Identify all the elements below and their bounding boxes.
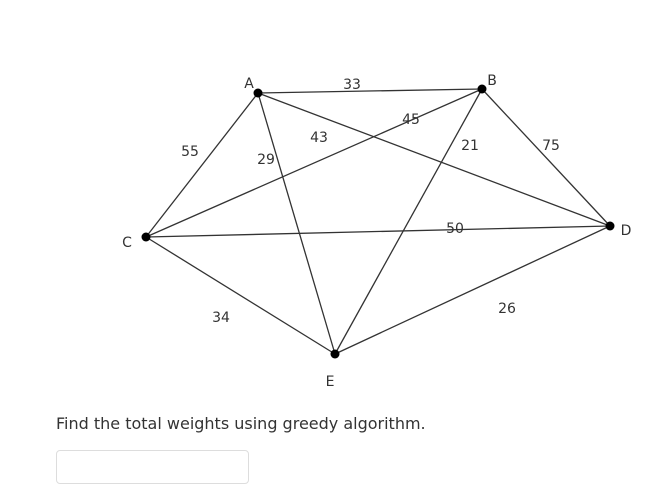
node-c — [141, 232, 151, 242]
edge-a-e — [257, 92, 336, 355]
answer-input[interactable] — [56, 450, 249, 484]
edge-b-d — [481, 88, 611, 227]
node-b — [477, 84, 487, 94]
node-a — [253, 88, 263, 98]
node-e — [330, 349, 340, 359]
edge-weight-b-c: 45 — [402, 112, 420, 128]
nodes-layer — [141, 84, 615, 359]
edge-c-e — [145, 236, 336, 355]
edge-weight-a-d: 43 — [310, 130, 328, 146]
edge-weight-c-e: 34 — [212, 310, 230, 326]
node-label-d: D — [621, 223, 632, 239]
edge-weight-d-e: 26 — [498, 301, 516, 317]
edge-weight-c-d: 50 — [446, 221, 464, 237]
labels-layer: 33 55 43 29 45 75 21 50 34 26 A B C D E — [122, 73, 631, 390]
edge-weight-a-c: 55 — [181, 144, 199, 160]
edge-weight-a-e: 29 — [257, 152, 275, 168]
node-label-e: E — [326, 374, 335, 390]
question-text: Find the total weights using greedy algo… — [56, 414, 426, 433]
node-label-b: B — [487, 73, 497, 89]
edge-weight-b-d: 75 — [542, 138, 560, 154]
edge-a-d — [257, 92, 611, 227]
edge-d-e — [334, 225, 611, 355]
edges-layer — [145, 88, 611, 355]
weighted-graph-diagram: 33 55 43 29 45 75 21 50 34 26 A B C D E — [122, 73, 631, 390]
node-label-a: A — [244, 76, 254, 92]
node-label-c: C — [122, 235, 132, 251]
node-d — [605, 221, 615, 231]
edge-b-e — [334, 88, 483, 355]
edge-a-b — [257, 88, 483, 94]
edge-a-c — [145, 92, 259, 238]
edge-weight-a-b: 33 — [343, 77, 361, 93]
edge-weight-b-e: 21 — [461, 138, 479, 154]
edge-c-d — [145, 225, 611, 238]
edge-b-c — [145, 88, 483, 238]
